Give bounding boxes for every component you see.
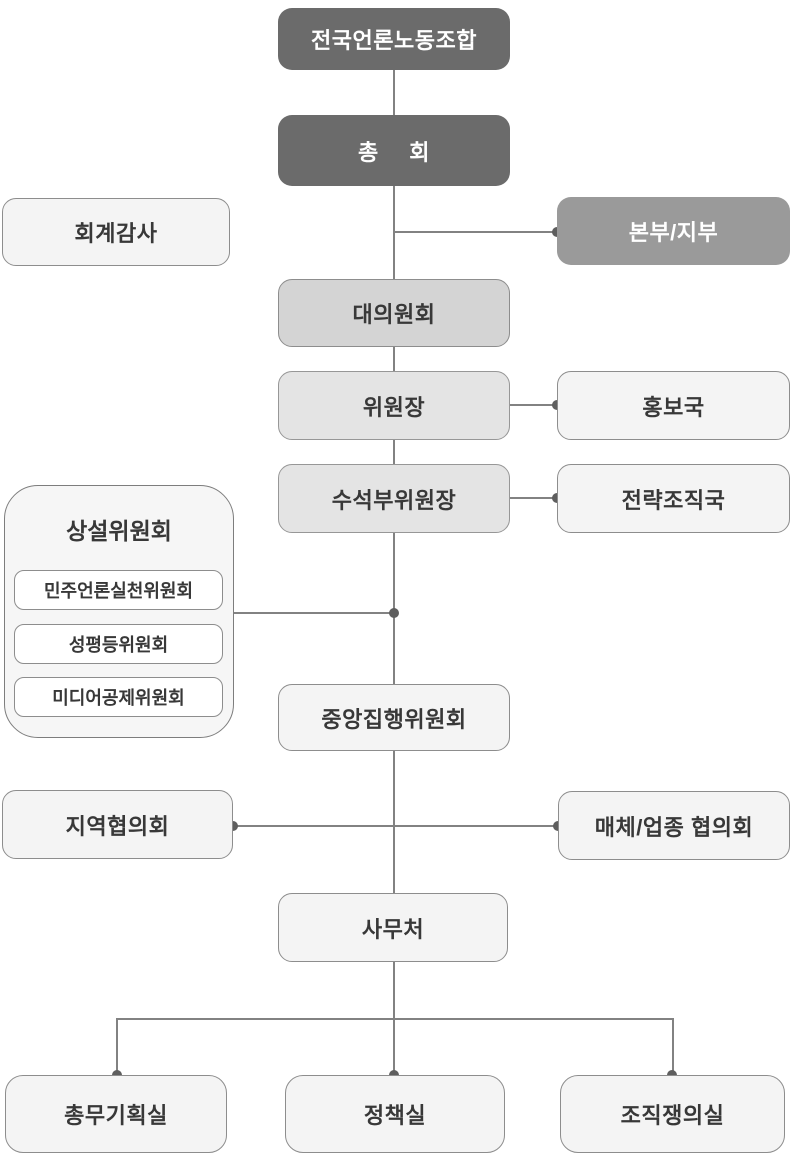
org-node-senior-vice-chairman: 수석부위원장 <box>278 464 510 533</box>
connector-line <box>116 1018 118 1075</box>
org-node-national-union: 전국언론노동조합 <box>278 8 510 70</box>
connector-dot <box>228 821 238 831</box>
connector-dot <box>389 608 399 618</box>
org-node-delegates-council: 대의원회 <box>278 279 510 347</box>
connector-line <box>393 440 395 465</box>
org-node-general-assembly: 총 회 <box>278 115 510 186</box>
connector-line <box>234 612 394 614</box>
connector-line <box>393 962 395 1019</box>
connector-line <box>510 497 557 499</box>
org-node-policy-office: 정책실 <box>285 1075 505 1153</box>
standing-committee-item: 성평등위원회 <box>14 624 223 664</box>
org-node-hq-branch: 본부/지부 <box>557 197 790 265</box>
standing-committee-item: 민주언론실천위원회 <box>14 570 223 610</box>
org-node-org-dispute-office: 조직쟁의실 <box>560 1075 785 1153</box>
connector-line <box>510 404 557 406</box>
connector-line <box>117 1018 673 1020</box>
standing-committee-title: 상설위원회 <box>66 518 172 544</box>
org-node-general-affairs-office: 총무기획실 <box>5 1075 227 1153</box>
org-node-pr-bureau: 홍보국 <box>557 371 790 440</box>
connector-line <box>233 825 558 827</box>
connector-line <box>394 231 557 233</box>
org-node-secretariat: 사무처 <box>278 893 508 962</box>
connector-line <box>393 1018 395 1075</box>
org-node-audit: 회계감사 <box>2 198 230 266</box>
org-node-regional-council: 지역협의회 <box>2 790 233 859</box>
org-node-central-executive: 중앙집행위원회 <box>278 684 510 751</box>
org-node-strategy-org-bureau: 전략조직국 <box>557 464 790 533</box>
connector-line <box>393 70 395 116</box>
connector-line <box>672 1018 674 1075</box>
org-node-media-sector-council: 매체/업종 협의회 <box>558 791 790 860</box>
connector-line <box>393 186 395 280</box>
connector-line <box>393 347 395 372</box>
standing-committee-item: 미디어공제위원회 <box>14 677 223 717</box>
standing-committee-panel: 상설위원회 민주언론실천위원회 성평등위원회 미디어공제위원회 <box>4 485 234 738</box>
org-node-chairman: 위원장 <box>278 371 510 440</box>
connector-line <box>393 751 395 893</box>
